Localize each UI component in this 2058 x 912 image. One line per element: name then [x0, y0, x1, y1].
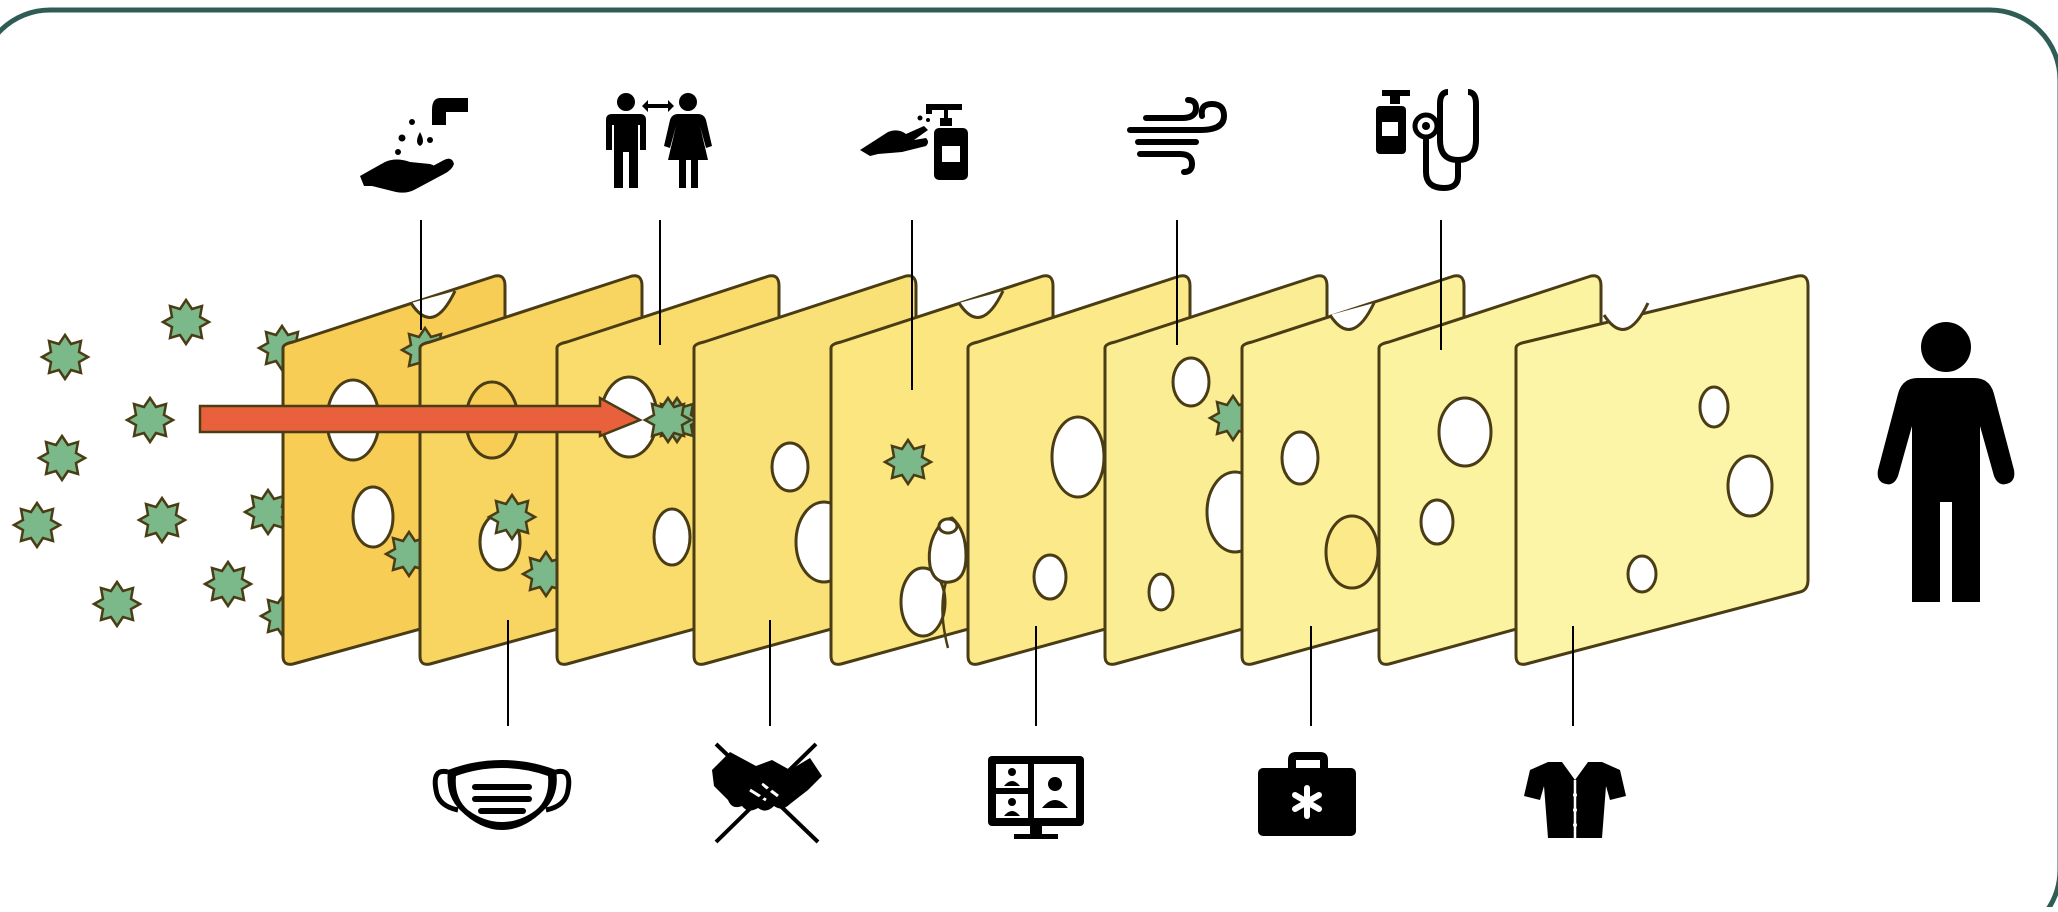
cheese-hole [1032, 553, 1068, 601]
cheese-hole [1147, 572, 1175, 612]
virus-particle [203, 560, 253, 608]
physical-distancing-icon [606, 93, 712, 188]
cheese-hole [1437, 396, 1493, 468]
cheese-slice [1514, 274, 1810, 666]
ventilation-icon [1127, 97, 1228, 175]
virus-particle [487, 493, 537, 541]
cheese-edge-notch [1328, 302, 1376, 331]
virus-particle [12, 501, 62, 549]
cheese-edge-notch [957, 290, 1005, 319]
protective-clothing-icon [1524, 758, 1626, 838]
cheese-hole [1171, 356, 1211, 408]
cheese-hole [652, 507, 692, 567]
virus-particle [37, 434, 87, 482]
cheese-hole [770, 441, 810, 493]
virus-particle [125, 396, 175, 444]
no-handshake-icon [712, 742, 822, 844]
cheese-hole [1050, 415, 1106, 499]
cheese-hole [1280, 430, 1320, 486]
leader-lines [420, 220, 1574, 726]
cheese-slices [281, 274, 1810, 666]
transmission-arrow [198, 395, 643, 438]
face-mask-icon [432, 760, 572, 830]
cheese-hole [899, 566, 947, 638]
virus-particle [643, 396, 693, 444]
cheese-slice-body [1514, 274, 1810, 666]
cheese-hole [1698, 385, 1730, 429]
cheese-hole [1419, 498, 1455, 546]
cheese-edge-notch [1602, 302, 1650, 331]
virus-particle [40, 333, 90, 381]
virus-particle [137, 496, 187, 544]
hand-washing-icon [360, 98, 468, 193]
virus-particle [161, 298, 211, 346]
cheese-hole [1626, 554, 1658, 594]
cheese-hole [351, 485, 395, 549]
cheese-hole [1726, 454, 1774, 518]
virus-particle [883, 438, 933, 486]
cheese-hole [1324, 514, 1380, 590]
mouse-icon [927, 516, 968, 649]
virus-particle [92, 580, 142, 628]
hand-sanitizer-icon [860, 104, 968, 180]
person-icon [1877, 322, 2015, 602]
testing-and-screening-icon [1376, 89, 1479, 192]
remote-meeting-icon [988, 756, 1084, 839]
sick-leave-kit-icon [1258, 752, 1356, 836]
